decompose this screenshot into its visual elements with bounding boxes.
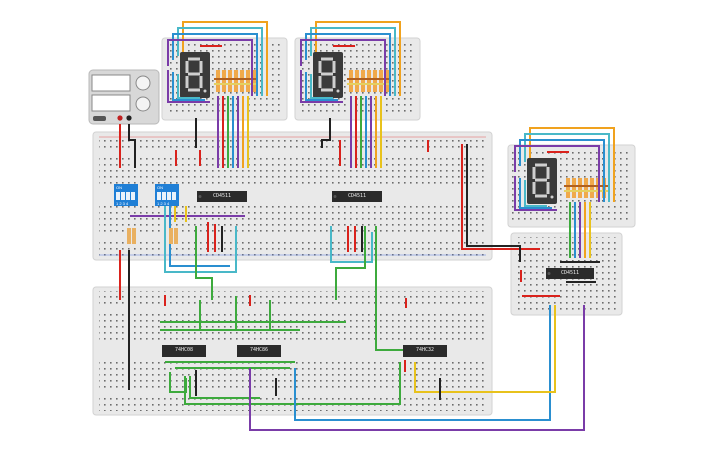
ic-cd4511-1[interactable] (197, 191, 247, 202)
main-breadboard-top[interactable] (92, 131, 493, 261)
ic-74hc32[interactable] (403, 345, 447, 357)
ic-74hc86[interactable] (237, 345, 281, 357)
pull-down-resistors[interactable] (127, 228, 178, 244)
ic-cd4511-side[interactable] (546, 268, 594, 279)
positive-terminal (117, 115, 123, 121)
seven-segment-display-1 (180, 52, 210, 98)
resistor-array-1[interactable] (214, 70, 258, 92)
dip-switch-left[interactable] (114, 184, 138, 206)
voltage-knob (135, 75, 151, 91)
voltage-display (91, 74, 131, 92)
ic-cd4511-2[interactable] (332, 191, 382, 202)
display-2-wires[interactable] (300, 21, 401, 168)
display-3-wires[interactable] (514, 127, 615, 258)
current-knob (135, 96, 151, 112)
seven-segment-display-2 (313, 52, 343, 98)
current-display (91, 94, 131, 112)
bottom-board-wires[interactable] (165, 305, 585, 431)
ic-74hc08[interactable] (162, 345, 206, 357)
power-switch (93, 116, 106, 121)
inter-board-wires[interactable] (160, 196, 410, 351)
power-supply[interactable] (88, 69, 160, 125)
side-board-wires[interactable] (461, 144, 600, 297)
resistor-array-2[interactable] (347, 70, 391, 92)
dip-switch-right[interactable] (155, 184, 179, 206)
seven-segment-display-3 (527, 158, 557, 204)
display-1-wires[interactable] (167, 21, 268, 168)
negative-terminal (126, 115, 132, 121)
top-board-wires[interactable] (119, 118, 429, 390)
